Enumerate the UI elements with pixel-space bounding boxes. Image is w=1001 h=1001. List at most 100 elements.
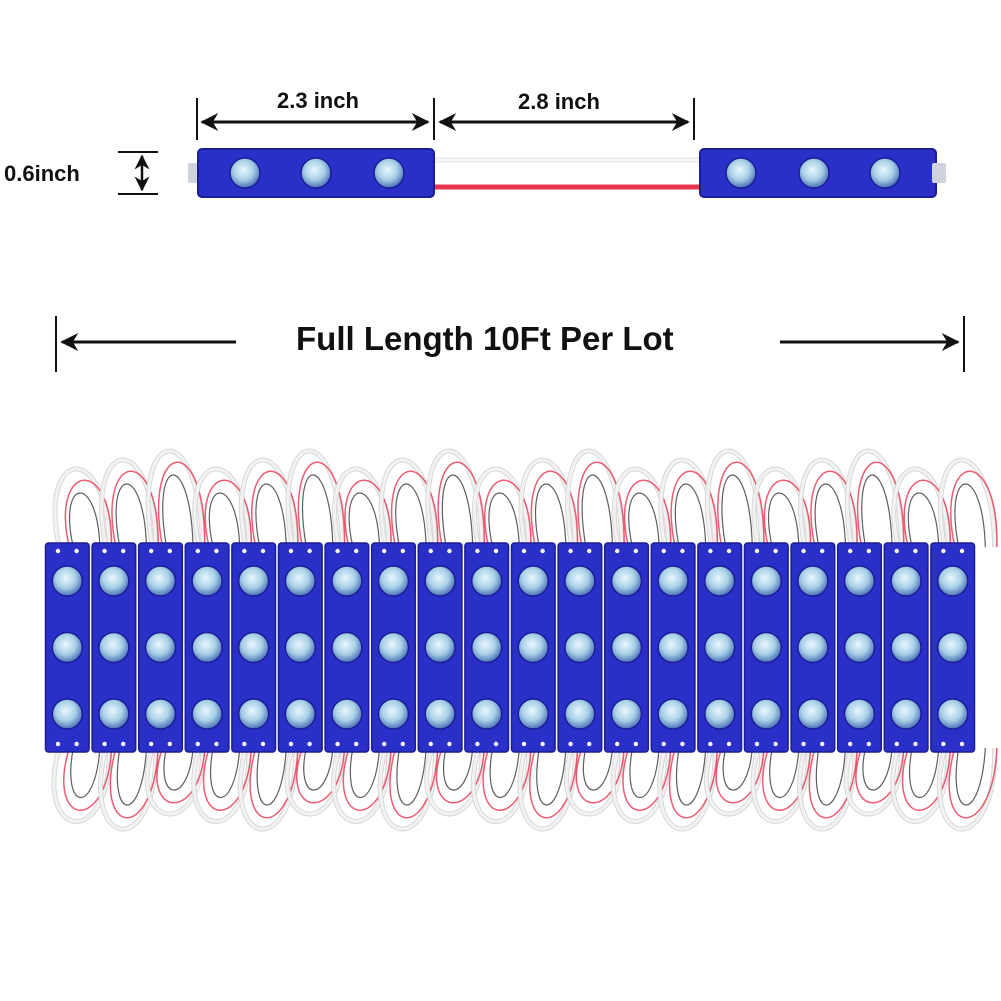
led-lens [424,698,456,730]
led-lens [229,157,261,189]
wire-loop [845,449,903,548]
mounting-hole [102,548,107,554]
led-lens [843,565,876,597]
mounting-hole [354,548,359,554]
mounting-hole [335,548,340,554]
wire-loop-red [901,747,952,811]
wire-loop-black [535,483,567,548]
mounting-hole [214,548,219,554]
mounting-hole [661,741,666,747]
wire-loop-black [907,492,940,548]
wire-loop-black [396,747,427,806]
mounting-hole [540,741,545,747]
led-lens [191,631,223,664]
mounting-hole [55,548,61,554]
led-lens [797,698,829,730]
led-module [883,542,929,753]
led-lens [725,157,757,189]
mounting-hole [866,741,872,747]
mounting-hole [568,741,573,747]
wire-loop [100,458,158,548]
wire-loop-red [297,461,346,548]
wire-loop-red [249,747,299,819]
wire-loop-red [64,479,113,548]
mounting-hole [801,548,806,554]
module-width-label: 2.3 inch [277,88,359,113]
mounting-hole [587,741,592,747]
led-module [930,542,976,753]
led-lens [284,698,317,730]
led-lens [331,698,363,730]
wire-loop-red [717,461,765,548]
mounting-hole [894,741,899,747]
wire-loop-black [489,747,520,798]
wire-loop [193,467,251,548]
mounting-hole [708,548,713,554]
wire-loops-top [52,448,998,548]
wire-loop [333,467,391,548]
led-lens [564,631,596,664]
wire-loop [53,467,111,548]
led-lens [610,631,643,664]
led-lens [300,157,332,189]
led-lens [797,565,829,597]
mounting-hole [726,548,732,554]
mounting-hole [913,548,918,554]
led-lens [237,631,270,664]
led-lens [237,698,270,730]
mounting-hole [214,741,219,747]
led-lens [98,631,130,664]
led-module [743,542,789,753]
led-module [836,542,883,753]
wire-loop-red [344,479,392,548]
mounting-hole [894,548,899,554]
led-module [790,542,836,753]
led-lens [517,698,550,730]
led-lens [424,565,456,597]
mounting-hole [959,548,965,554]
led-lens [284,565,317,597]
wire-loop-red [810,470,858,548]
wire-loop-red [484,479,532,548]
wire-loop-black [767,492,800,548]
led-lens [564,565,596,597]
led-lens [144,631,177,664]
wire-loop [566,449,624,548]
mounting-hole [167,741,173,747]
led-lens [470,698,503,730]
wire-loop-black [70,747,101,798]
wire-loop-red [670,470,719,548]
mounting-hole [307,548,312,554]
wire-loop-red [111,470,159,548]
wire-loop-red [530,470,579,548]
mounting-hole [708,741,713,747]
wire-loop-black [721,474,753,548]
wire-loop-red [157,461,206,548]
wire-loop-red [156,747,206,804]
led-lens [517,631,550,664]
wire-loop-red [903,479,952,548]
led-module [697,542,743,753]
wire-loop-black [349,747,381,798]
wire-loops-bottom [51,747,998,832]
wire-loop-black [769,747,800,798]
mounting-hole [941,741,946,747]
led-lens [237,565,270,597]
led-lens [703,565,736,597]
wire-loop [892,467,950,548]
mounting-hole [260,548,266,554]
mounting-hole [288,741,294,747]
wire-loop-red [202,747,253,811]
mounting-hole [121,548,126,554]
mounting-hole [633,548,639,554]
wire-loop-black [162,474,194,548]
led-lens [890,698,922,730]
led-lens [331,565,363,597]
led-lens [610,565,643,597]
mounting-hole [773,741,778,747]
led-lens [470,631,503,664]
mounting-hole [661,548,666,554]
wire-loop [939,458,997,548]
mounting-hole [335,741,340,747]
led-lens [470,565,503,597]
